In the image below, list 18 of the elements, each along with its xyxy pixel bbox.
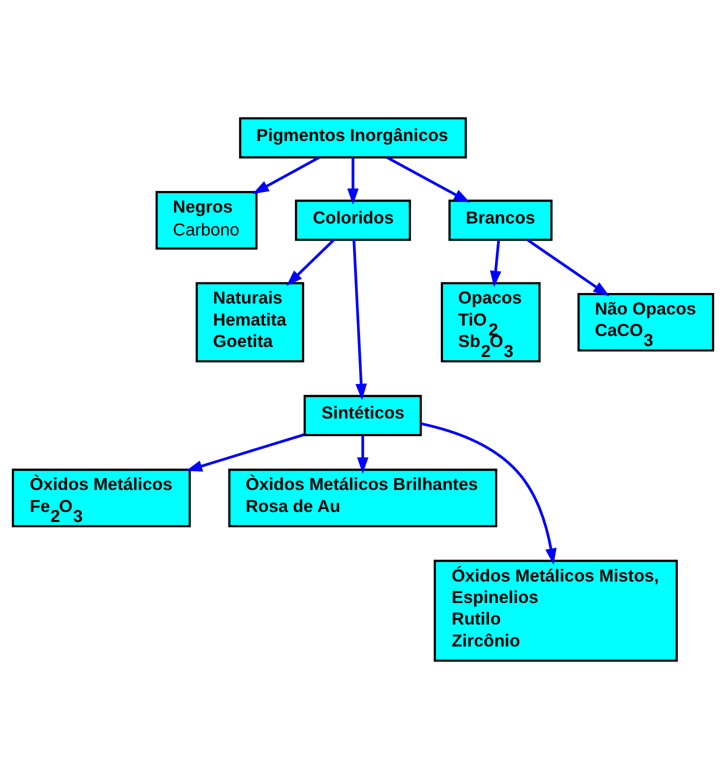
node-box: Naturais Hematita Goetita: [196, 282, 304, 362]
arrow: [420, 422, 557, 565]
arrow: [357, 435, 368, 474]
arrow: [347, 158, 359, 205]
arrow: [526, 238, 610, 296]
arrow: [252, 156, 320, 194]
arrow: [352, 240, 367, 400]
node-box: Óxidos Metálicos Mistos, Espinelios Rutilo Zircônio: [434, 560, 678, 662]
arrow: [490, 240, 502, 288]
node-box: Pigmentos Inorgânicos: [239, 117, 467, 158]
node-box: Sintéticos: [304, 394, 422, 436]
node-box: Òxidos Metálicos Brilhantes Rosa de Au: [228, 468, 498, 528]
node-box: Brancos: [448, 200, 553, 241]
arrow: [286, 239, 335, 286]
node-box: Coloridos: [294, 200, 411, 241]
node-box: Negros Carbono: [156, 191, 258, 250]
arrow: [386, 156, 470, 203]
arrow: [186, 433, 305, 472]
